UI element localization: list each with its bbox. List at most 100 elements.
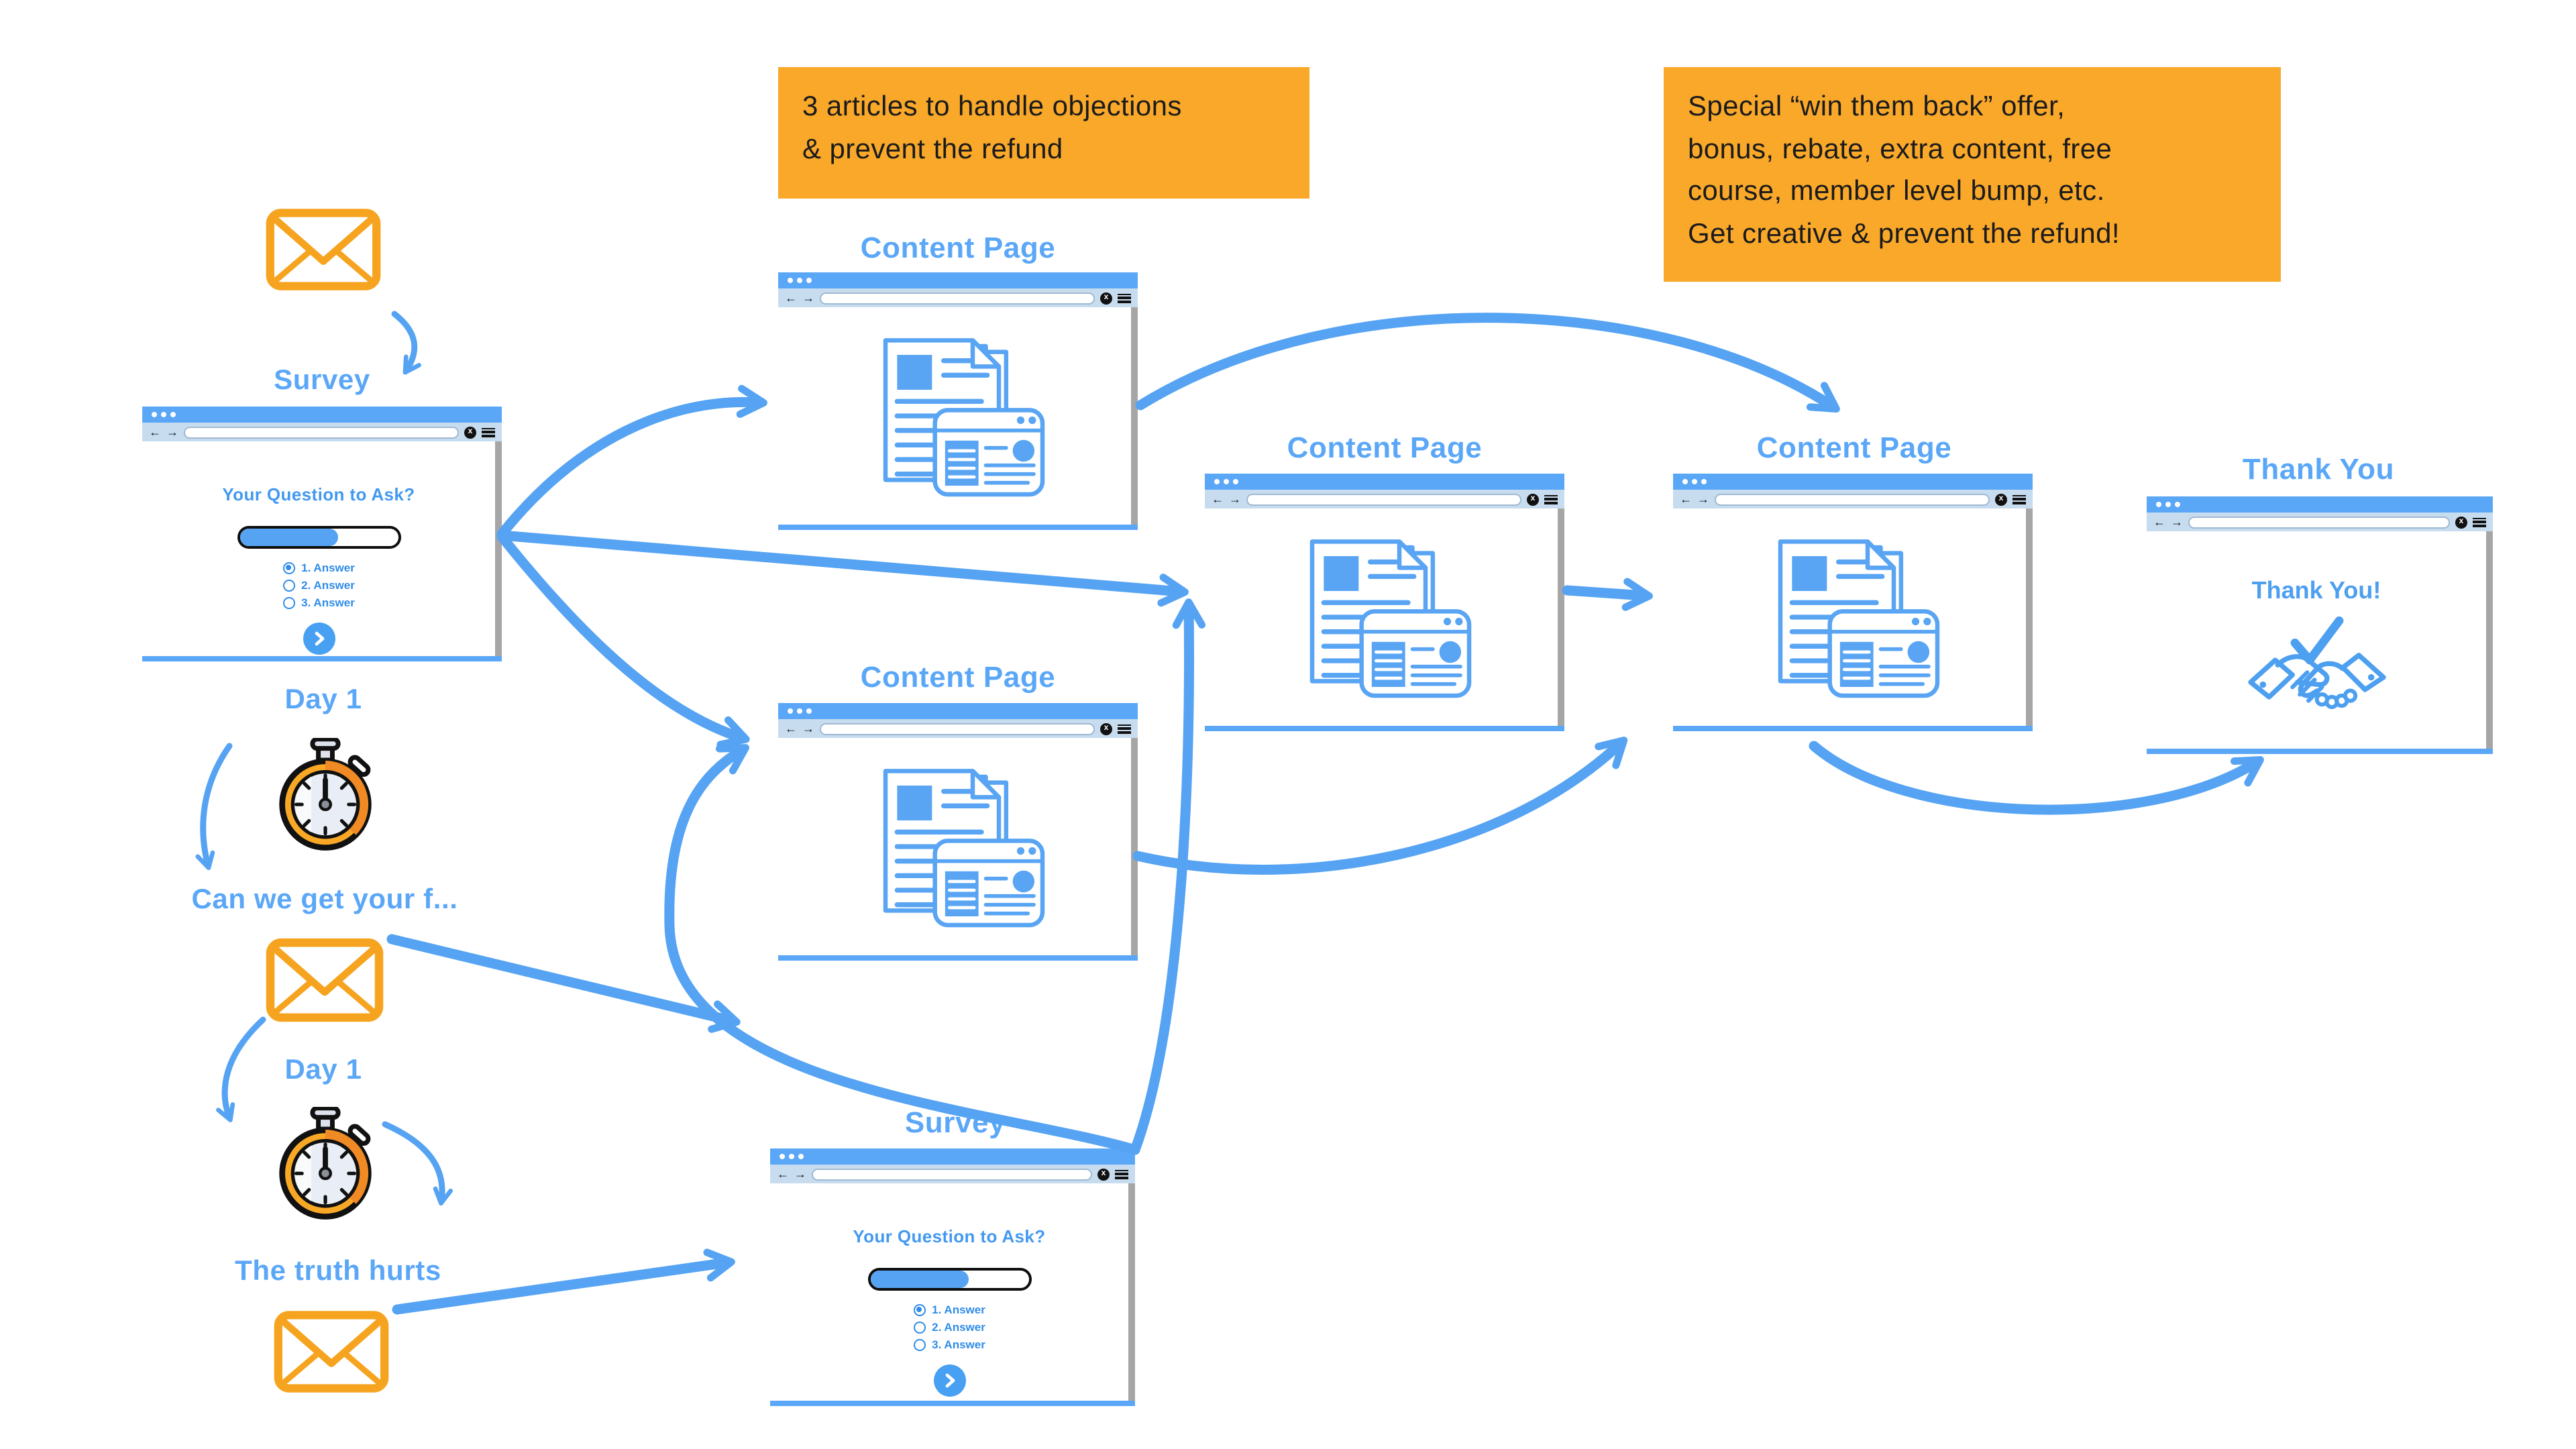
progress-fill [870,1271,969,1288]
page-title-thank-you: Thank You [2242,452,2395,486]
arrow-email-to-day1-second [216,1016,266,1122]
menu-icon[interactable] [2012,494,2026,504]
scrollbar[interactable] [2486,531,2493,749]
back-icon[interactable]: ← [785,290,797,304]
back-icon[interactable]: ← [777,1167,789,1180]
arrow-email3-to-survey2 [392,1248,735,1315]
window-dot-icon [1692,479,1697,484]
window-bottom-edge [1673,726,2033,731]
back-icon[interactable]: ← [1212,492,1224,505]
close-icon[interactable]: x [1100,292,1112,304]
window-dot-icon [2156,502,2161,507]
window-dot-icon [797,708,802,714]
arrow-content-right-to-thank-you [1809,741,2264,815]
article-illustration [1279,530,1483,704]
menu-icon[interactable] [1115,1169,1128,1179]
forward-icon[interactable]: → [2171,515,2183,528]
thank-you-heading: Thank You! [2251,577,2381,604]
forward-icon[interactable]: → [802,721,814,735]
menu-icon[interactable] [1118,293,1131,303]
url-bar[interactable] [820,722,1095,735]
arrow-content-top-to-content-right [1135,313,1840,413]
menu-icon[interactable] [1544,494,1558,504]
next-button[interactable] [933,1364,965,1397]
close-icon[interactable]: x [1097,1168,1110,1180]
browser-toolbar: ← → x [142,423,502,441]
window-bottom-edge [778,525,1138,530]
stopwatch-icon [267,738,384,855]
window-dot-icon [806,278,812,283]
window-dot-icon [161,412,166,417]
survey-answer-option[interactable]: 2. Answer [913,1320,985,1334]
scrollbar[interactable] [1131,738,1138,955]
window-bottom-edge [1205,726,1564,731]
window-dot-icon [1701,479,1707,484]
radio-icon[interactable] [282,561,295,574]
survey-answer-option[interactable]: 3. Answer [282,596,355,609]
progress-bar [237,526,400,549]
radio-icon[interactable] [282,579,295,591]
page-title-content: Content Page [860,231,1056,264]
url-bar[interactable] [1246,493,1521,505]
window-dot-icon [170,412,176,417]
arrow-survey-to-content-top [496,384,767,539]
window-bottom-edge [2147,749,2493,754]
forward-icon[interactable]: → [802,290,814,304]
url-bar[interactable] [812,1168,1092,1180]
arrow-day1-to-truth [382,1121,453,1206]
survey-page: Your Question to Ask? 1. Answer 2. Answe… [770,1183,1128,1401]
arrow-survey-to-content-middle [496,530,1189,607]
forward-icon[interactable]: → [166,425,178,438]
scrollbar[interactable] [1131,307,1138,525]
thank-you-window: ← → x Thank You! [2147,496,2493,754]
window-dot-icon [152,412,157,417]
scrollbar[interactable] [2026,508,2033,726]
envelope-icon [264,204,382,295]
url-bar[interactable] [820,292,1095,304]
url-bar[interactable] [1715,493,1990,505]
step-label-feedback-email: Can we get your f... [191,884,458,915]
chevron-right-icon [943,1373,956,1389]
survey-answer-option[interactable]: 1. Answer [282,561,355,574]
envelope-icon [272,1307,390,1397]
close-icon[interactable]: x [1100,722,1112,735]
survey-answer-option[interactable]: 3. Answer [913,1338,985,1351]
radio-icon[interactable] [913,1338,926,1350]
back-icon[interactable]: ← [149,425,161,438]
radio-icon[interactable] [913,1321,926,1333]
close-icon[interactable]: x [1527,493,1539,505]
forward-icon[interactable]: → [1697,492,1709,505]
page-title-content: Content Page [1287,431,1483,464]
close-icon[interactable]: x [1995,493,2007,505]
forward-icon[interactable]: → [794,1167,806,1180]
url-bar[interactable] [184,426,459,438]
window-bottom-edge [142,656,502,661]
radio-icon[interactable] [282,596,295,608]
scrollbar[interactable] [1558,508,1564,726]
menu-icon[interactable] [482,427,495,437]
survey-answer-option[interactable]: 1. Answer [913,1303,985,1316]
back-icon[interactable]: ← [2153,515,2165,528]
window-dot-icon [780,1154,785,1159]
back-icon[interactable]: ← [785,721,797,735]
close-icon[interactable]: x [464,426,476,438]
forward-icon[interactable]: → [1229,492,1241,505]
scrollbar[interactable] [495,441,502,656]
scrollbar[interactable] [1128,1183,1135,1401]
url-bar[interactable] [2188,516,2450,528]
window-dot-icon [1233,479,1238,484]
back-icon[interactable]: ← [1680,492,1692,505]
survey-page: Your Question to Ask? 1. Answer 2. Answe… [142,441,495,656]
survey-question: Your Question to Ask? [853,1226,1046,1246]
survey-answer-option[interactable]: 2. Answer [282,578,355,592]
menu-icon[interactable] [2473,517,2486,527]
close-icon[interactable]: x [2455,516,2467,528]
window-dot-icon [797,278,802,283]
menu-icon[interactable] [1118,724,1131,733]
next-button[interactable] [303,623,335,655]
article-illustration [1748,530,1951,704]
callout-objection-articles: 3 articles to handle objections & preven… [778,67,1309,199]
radio-icon[interactable] [913,1303,926,1316]
article-illustration [853,759,1057,934]
